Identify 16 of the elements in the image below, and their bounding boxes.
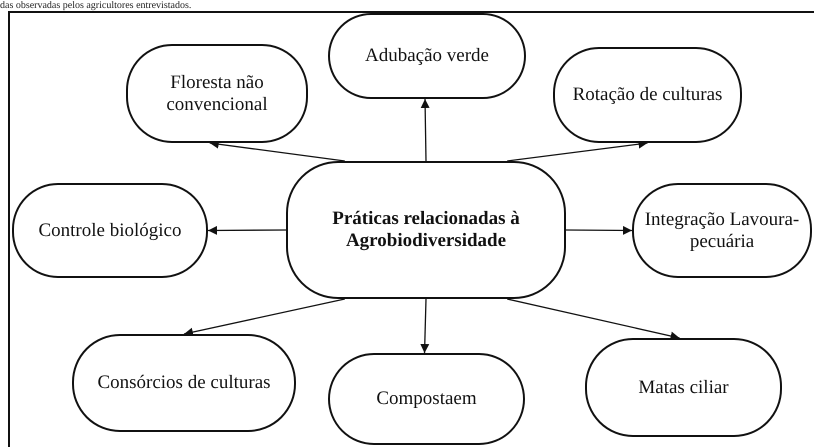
arrow [420,98,430,162]
text-line: das observadas pelos agricultores entrevistados. [0,0,192,11]
topic-node: Adubação verde [328,13,526,99]
topic-node: Rotação de culturas [553,47,742,143]
topic-node: Matas ciliar [585,338,782,437]
arrow [507,298,680,340]
topic-node: Controle biológico [12,183,208,278]
arrow [566,226,632,235]
arrow [184,298,345,336]
topic-node: Consórcios de culturas [72,334,296,432]
arrow [420,298,430,354]
central-node: Práticas relacionadas à Agrobiodiversidade [286,161,566,299]
topic-node: Floresta não convencional [126,44,308,143]
topic-node: Integração Lavoura-pecuária [632,183,812,278]
topic-node: Compostaem [328,353,525,445]
arrow [208,226,286,235]
